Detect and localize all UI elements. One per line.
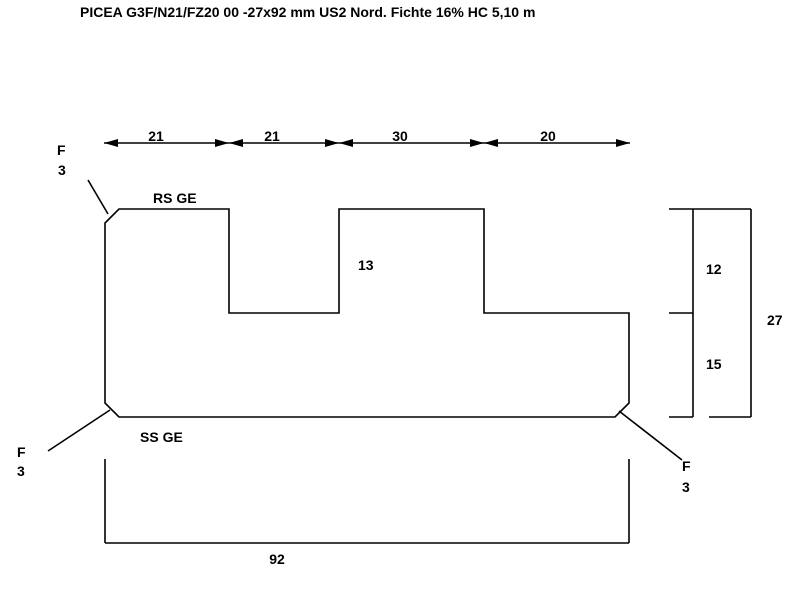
groove-depth-label: 13: [358, 257, 374, 273]
chamfer-value: 3: [17, 463, 25, 479]
right-dimension-total: 27: [767, 312, 783, 328]
dimension-arrow: [104, 139, 118, 147]
top-dimension-label: 21: [148, 128, 164, 144]
leader-line: [87, 179, 109, 215]
top-dimension-chain: 21 21 30 20: [104, 128, 630, 147]
leader-line: [47, 409, 111, 452]
top-dimension-label: 30: [392, 128, 408, 144]
right-dimension-upper: 12: [706, 261, 722, 277]
profile-outline: [104, 208, 630, 418]
drawing-title: PICEA G3F/N21/FZ20 00 -27x92 mm US2 Nord…: [80, 4, 535, 20]
top-face-label: RS GE: [153, 190, 197, 206]
dimension-arrow: [470, 139, 484, 147]
bottom-dimension-label: 92: [269, 551, 285, 567]
right-dimension-lower: 15: [706, 356, 722, 372]
chamfer-letter: F: [17, 444, 26, 460]
dimension-arrow: [215, 139, 229, 147]
leader-line: [618, 410, 683, 461]
bottom-dimension: 92: [104, 459, 630, 567]
bottom-face-label: SS GE: [140, 429, 183, 445]
dimension-arrow: [616, 139, 630, 147]
right-dimension-chain: 12 15 27: [669, 208, 783, 418]
dimension-arrow: [484, 139, 498, 147]
top-dimension-label: 20: [540, 128, 556, 144]
chamfer-callout-bottom-right: F 3: [618, 410, 691, 495]
chamfer-value: 3: [682, 479, 690, 495]
chamfer-callout-bottom-left: F 3: [17, 409, 111, 479]
chamfer-letter: F: [57, 142, 66, 158]
chamfer-letter: F: [682, 458, 691, 474]
chamfer-value: 3: [58, 162, 66, 178]
top-dimension-label: 21: [264, 128, 280, 144]
chamfer-callout-top-left: F 3: [57, 142, 109, 215]
dimension-arrow: [339, 139, 353, 147]
dimension-arrow: [229, 139, 243, 147]
dimension-arrow: [325, 139, 339, 147]
